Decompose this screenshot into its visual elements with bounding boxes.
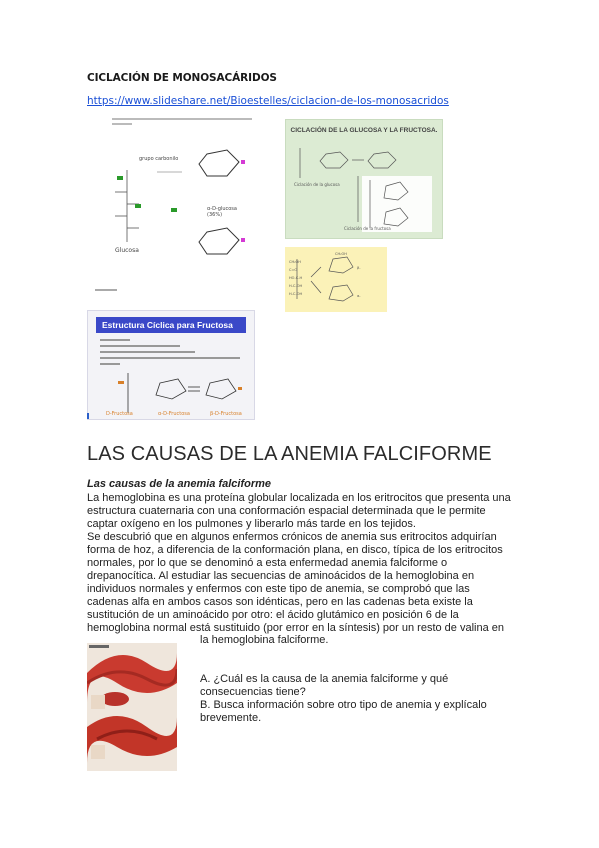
svg-text:α-: α-	[357, 294, 361, 298]
question-b: B. Busca información sobre otro tipo de …	[200, 699, 487, 724]
svg-text:D-Fructosa: D-Fructosa	[106, 411, 133, 417]
svg-text:β-D-Fructosa: β-D-Fructosa	[210, 411, 242, 417]
question-a: A. ¿Cuál es la causa de la anemia falcif…	[200, 673, 449, 698]
svg-text:Ciclación de la glucosa: Ciclación de la glucosa	[294, 182, 340, 187]
paragraph-last-line: la hemoglobina falciforme.	[200, 634, 329, 646]
fructose-ring-figure: CH₂OH C=O HO-C-H H-C-OH H-C-OH CH₂OH β-α-	[285, 247, 387, 312]
glucose-label: Glucosa	[115, 247, 139, 254]
svg-text:H-C-OH: H-C-OH	[289, 284, 302, 288]
svg-text:β-: β-	[357, 266, 361, 270]
red-blood-cells-image	[86, 643, 179, 771]
section-subtitle: Las causas de la anemia falciforme	[87, 478, 272, 490]
fructose-ring-drawing: CH₂OH C=O HO-C-H H-C-OH H-C-OH CH₂OH β-α-	[289, 252, 361, 302]
fructose-structures-drawing: D-Fructosa α-D-Fructosa β-D-Fructosa	[100, 339, 242, 417]
glucose-structures-drawing: grupo carbonilo α-D-glucosa (36%) Glucos…	[95, 149, 245, 291]
svg-text:α-D-glucosa: α-D-glucosa	[207, 206, 237, 212]
svg-text:CH₂OH: CH₂OH	[335, 252, 347, 256]
image-anchor-marker	[87, 413, 89, 419]
section-heading: LAS CAUSAS DE LA ANEMIA FALCIFORME	[87, 443, 492, 465]
paragraph-hemoglobin: La hemoglobina es una proteína globular …	[87, 492, 511, 530]
svg-text:C=O: C=O	[289, 268, 297, 272]
svg-text:(36%): (36%)	[207, 212, 222, 218]
figure-caption-lines	[112, 118, 252, 128]
svg-text:α-D-Fructosa: α-D-Fructosa	[158, 411, 190, 417]
cyclization-figure-title: CICLACIÓN DE LA GLUCOSA Y LA FRUCTOSA.	[290, 127, 438, 134]
glucose-fructose-cyclization-figure: CICLACIÓN DE LA GLUCOSA Y LA FRUCTOSA. C…	[285, 119, 443, 239]
svg-text:CH₂OH: CH₂OH	[289, 260, 301, 264]
glucose-cyclization-figure: grupo carbonilo α-D-glucosa (36%) Glucos…	[87, 112, 257, 310]
paragraph-sickle-cell: Se descubrió que en algunos enfermos cró…	[87, 531, 505, 634]
document-title: CICLACIÓN DE MONOSACÁRIDOS	[87, 72, 277, 84]
svg-text:grupo carbonilo: grupo carbonilo	[139, 156, 178, 162]
blood-cells-drawing	[86, 643, 179, 771]
fructose-cyclic-figure: Estructura Cíclica para Fructosa D-Fruct…	[87, 310, 255, 420]
source-link[interactable]: https://www.slideshare.net/Bioestelles/c…	[87, 95, 449, 107]
svg-text:H-C-OH: H-C-OH	[289, 292, 302, 296]
fructose-figure-title: Estructura Cíclica para Fructosa	[96, 317, 246, 333]
svg-text:HO-C-H: HO-C-H	[289, 276, 302, 280]
svg-text:Ciclación de la fructosa: Ciclación de la fructosa	[344, 226, 391, 231]
